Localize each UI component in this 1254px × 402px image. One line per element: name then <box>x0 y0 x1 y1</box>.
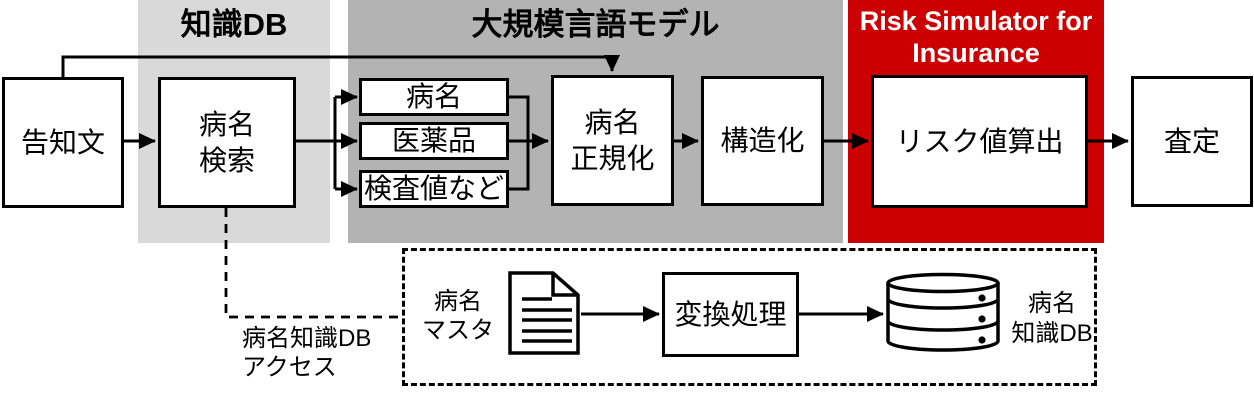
node-conversion-label: 変換処理 <box>674 298 787 330</box>
disease-master-line1: 病名 <box>434 288 482 315</box>
node-disease-search-line2: 検索 <box>198 144 255 176</box>
node-notice-label: 告知文 <box>20 126 105 158</box>
node-disease-search: 病名 検索 <box>158 77 296 208</box>
database-icon <box>886 272 1000 352</box>
node-notice: 告知文 <box>2 77 124 208</box>
db-access-note-line1: 病名知識DB <box>242 325 372 352</box>
node-extracted-testvalues-label: 検査値など <box>363 173 504 204</box>
node-structuring-label: 構造化 <box>720 125 805 156</box>
disease-knowledge-db-line1: 病名 <box>1028 290 1076 317</box>
node-extracted-disease: 病名 <box>359 78 509 116</box>
node-disease-normalization-line1: 病名 <box>584 106 641 138</box>
band-risk-simulator-label: Risk Simulator for Insurance <box>848 5 1104 69</box>
risk-simulator-label-line2: for Insurance <box>912 6 1093 68</box>
band-llm-label: 大規模言語モデル <box>471 7 720 42</box>
node-conversion: 変換処理 <box>662 272 799 357</box>
node-extracted-medicine-label: 医薬品 <box>391 125 476 156</box>
disease-knowledge-db-label: 病名 知識DB <box>1004 289 1100 349</box>
band-knowledge-db-label: 知識DB <box>180 7 288 42</box>
node-assessment: 査定 <box>1131 76 1253 207</box>
db-access-note: 病名知識DB アクセス <box>242 324 412 382</box>
disease-master-label: 病名 マスタ <box>405 287 511 345</box>
node-structuring: 構造化 <box>701 76 824 206</box>
node-extracted-disease-label: 病名 <box>405 81 462 112</box>
db-access-note-line2: アクセス <box>242 354 337 381</box>
disease-knowledge-db-line2: 知識DB <box>1011 320 1093 347</box>
node-assessment-label: 査定 <box>1163 125 1220 157</box>
node-disease-search-line1: 病名 <box>198 108 255 140</box>
node-disease-normalization-line2: 正規化 <box>570 142 655 174</box>
node-risk-calculation-label: リスク値算出 <box>895 125 1064 157</box>
knowledge-db-build-box <box>402 248 1097 386</box>
risk-simulator-label-line1: Risk Simulator <box>859 6 1049 36</box>
document-icon <box>508 271 580 355</box>
node-disease-normalization: 病名 正規化 <box>551 75 674 206</box>
disease-master-line2: マスタ <box>422 317 494 344</box>
node-extracted-medicine: 医薬品 <box>359 122 509 160</box>
node-risk-calculation: リスク値算出 <box>871 75 1088 208</box>
node-extracted-testvalues: 検査値など <box>359 170 509 208</box>
